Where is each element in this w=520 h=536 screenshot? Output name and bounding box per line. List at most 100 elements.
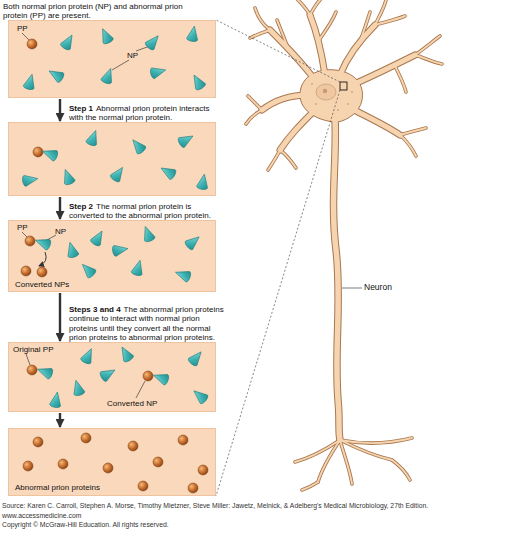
normal-prion-cone bbox=[65, 241, 80, 259]
axon-outline bbox=[334, 118, 340, 440]
protein-panel: Both normal prion protein (NP) and abnor… bbox=[8, 20, 216, 98]
normal-prion-cone bbox=[190, 387, 209, 405]
step-arrow bbox=[59, 197, 61, 219]
normal-prion-cone bbox=[152, 370, 170, 386]
abnormal-prion-sphere bbox=[103, 463, 113, 473]
normal-prion-cone bbox=[100, 67, 116, 85]
abnormal-prion-sphere bbox=[128, 441, 138, 451]
neuron-illustration bbox=[216, 0, 442, 496]
dendrite bbox=[246, 0, 442, 490]
leader-line bbox=[112, 60, 129, 70]
leader-line bbox=[342, 288, 362, 289]
normal-prion-cone bbox=[112, 243, 129, 257]
normal-prion-cone bbox=[196, 173, 210, 190]
protein-panel: Step 1Abnormal prion protein interacts w… bbox=[8, 122, 216, 196]
protein-panel: Abnormal prion proteins bbox=[8, 428, 216, 496]
dendrite bbox=[262, 15, 415, 150]
normal-prion-cone bbox=[140, 225, 156, 243]
normal-prion-cone bbox=[184, 233, 203, 251]
abnormal-prion-sphere bbox=[153, 457, 163, 467]
normal-prion-cone bbox=[144, 32, 162, 51]
protein-scene bbox=[23, 433, 208, 493]
leader-line bbox=[136, 381, 145, 398]
normal-prion-cone bbox=[189, 72, 206, 91]
axon bbox=[334, 118, 340, 440]
structure-label: Neuron bbox=[364, 283, 392, 293]
step-description: Both normal prion protein (NP) and abnor… bbox=[3, 2, 183, 20]
abnormal-prion-sphere bbox=[23, 461, 33, 471]
abnormal-prion-sphere bbox=[81, 433, 91, 443]
protein-panel: Steps 3 and 4The abnormal prion proteins… bbox=[8, 342, 216, 412]
normal-prion-cone bbox=[85, 129, 101, 147]
step-number: Step 1 bbox=[69, 104, 93, 113]
dendrite-outline bbox=[246, 0, 442, 490]
normal-prion-cone bbox=[174, 267, 192, 283]
zoom-line bbox=[216, 90, 340, 496]
abnormal-prion-sphere bbox=[58, 459, 68, 469]
protein-label: PP bbox=[17, 223, 28, 232]
abnormal-prion-sphere bbox=[178, 435, 188, 445]
protein-panel: Step 2The normal prion protein is conver… bbox=[8, 220, 216, 292]
nucleus bbox=[316, 84, 336, 100]
zoom-line bbox=[216, 20, 340, 82]
conversion-arrow bbox=[39, 252, 46, 266]
cytoplasm-speckle bbox=[315, 103, 317, 105]
abnormal-prion-sphere bbox=[198, 465, 208, 475]
leader-line bbox=[26, 354, 30, 365]
abnormal-prion-sphere bbox=[33, 437, 43, 447]
cytoplasm-speckle bbox=[311, 83, 313, 85]
normal-prion-cone bbox=[60, 168, 76, 186]
dendrite-outline bbox=[262, 15, 415, 150]
normal-prion-cone bbox=[129, 136, 147, 155]
normal-prion-cone bbox=[98, 26, 114, 45]
step-caption: Both normal prion protein (NP) and abnor… bbox=[3, 2, 195, 20]
normal-prion-cone bbox=[41, 146, 59, 162]
protein-label: NP bbox=[127, 51, 138, 60]
zoom-box bbox=[340, 82, 347, 90]
step-arrow bbox=[59, 99, 61, 121]
step-arrow bbox=[59, 413, 61, 427]
copyright-notice: Copyright © McGraw-Hill Education. All r… bbox=[2, 521, 169, 529]
normal-prion-cone bbox=[80, 346, 96, 365]
normal-prion-cone bbox=[99, 365, 118, 382]
nucleolus bbox=[323, 89, 327, 93]
normal-prion-cone bbox=[23, 73, 38, 91]
normal-prion-cone bbox=[34, 235, 52, 251]
protein-label: Abnormal prion proteins bbox=[15, 483, 100, 492]
abnormal-prion-sphere bbox=[188, 483, 198, 493]
normal-prion-cone bbox=[46, 66, 65, 83]
step-caption: Step 2The normal prion protein is conver… bbox=[69, 202, 219, 220]
leader-line bbox=[22, 33, 29, 40]
source-url: www.accessmedicine.com bbox=[2, 512, 81, 520]
normal-prion-cone bbox=[187, 348, 205, 367]
abnormal-prion-sphere bbox=[37, 267, 47, 277]
leader-line bbox=[22, 232, 27, 237]
step-caption: Steps 3 and 4The abnormal prion proteins… bbox=[69, 305, 229, 342]
protein-scene bbox=[26, 344, 209, 408]
normal-prion-cone bbox=[109, 164, 127, 183]
cell-body bbox=[300, 70, 363, 122]
abnormal-prion-sphere bbox=[21, 266, 31, 276]
abnormal-prion-sphere bbox=[138, 481, 148, 491]
normal-prion-cone bbox=[78, 260, 97, 279]
normal-prion-cone bbox=[149, 65, 167, 80]
normal-prion-cone bbox=[131, 259, 146, 277]
normal-prion-cone bbox=[117, 344, 134, 363]
step-arrow bbox=[59, 293, 61, 341]
abnormal-prion-sphere bbox=[27, 365, 37, 375]
protein-label: PP bbox=[17, 24, 28, 33]
leader-line bbox=[136, 46, 150, 51]
protein-scene bbox=[22, 129, 210, 191]
normal-prion-cone bbox=[71, 379, 86, 397]
protein-scene bbox=[22, 25, 206, 91]
leader-line bbox=[47, 235, 56, 240]
abnormal-prion-sphere bbox=[143, 371, 153, 381]
step-number: Step 2 bbox=[69, 202, 93, 211]
abnormal-prion-sphere bbox=[25, 236, 35, 246]
protein-label: Converted NPs bbox=[15, 280, 69, 289]
normal-prion-cone bbox=[158, 163, 177, 180]
source-credit: Source: Karen C. Carroll, Stephen A. Mor… bbox=[2, 502, 428, 510]
normal-prion-cone bbox=[22, 173, 39, 187]
